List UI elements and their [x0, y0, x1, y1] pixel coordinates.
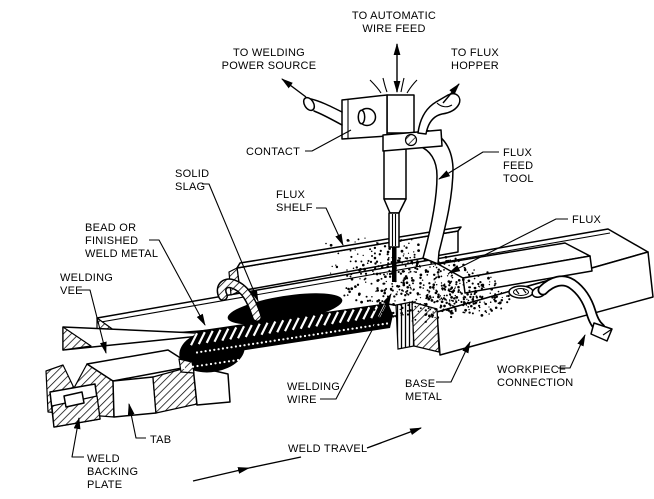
- svg-text:CONNECTION: CONNECTION: [497, 377, 573, 389]
- label-workpiece-connection: WORKPIECE: [497, 364, 566, 376]
- svg-text:SHELF: SHELF: [276, 202, 313, 214]
- labels: TO AUTOMATIC WIRE FEED TO WELDING POWER …: [60, 10, 602, 491]
- tab-front-face: [112, 376, 157, 418]
- label-flux: FLUX: [572, 214, 602, 226]
- leader-workpiece-connection: [558, 334, 586, 369]
- leader-contact: [305, 129, 352, 152]
- label-base-metal: BASE: [405, 378, 435, 390]
- svg-text:WIRE FEED: WIRE FEED: [362, 23, 425, 35]
- vee-groove-end-sections: [395, 301, 440, 353]
- label-contact: CONTACT: [246, 146, 300, 158]
- weld-travel-arrow-right: [366, 427, 422, 449]
- clamp-screw: [404, 133, 418, 147]
- label-welding-wire: WELDING: [287, 381, 340, 393]
- welding-head: [302, 77, 461, 265]
- near-plate-end-hatch: [62, 326, 92, 351]
- weld-travel-arrow-left: [192, 467, 250, 482]
- svg-text:VEE: VEE: [60, 285, 83, 297]
- leader-lines: [71, 129, 586, 458]
- leader-flux-shelf: [316, 207, 344, 246]
- leader-solid-slag: [202, 183, 259, 302]
- leader-bead: [149, 239, 206, 326]
- leader-welding-vee: [78, 289, 107, 354]
- svg-text:FEED: FEED: [503, 160, 533, 172]
- flux-hopper-arrow: [442, 83, 460, 104]
- label-to-flux-hopper: TO FLUX: [451, 47, 499, 59]
- leader-flux-feed-tool: [438, 151, 499, 180]
- workpiece-connection-strap: [508, 275, 613, 342]
- leader-weld-backing-plate: [71, 417, 84, 458]
- label-flux-feed-tool: FLUX: [503, 147, 533, 159]
- contact-tip: [388, 212, 400, 248]
- flux-feed-tube: [418, 129, 454, 265]
- label-to-welding-power-source: TO WELDING: [233, 47, 305, 59]
- connection-stud: [508, 285, 534, 299]
- svg-text:WELD METAL: WELD METAL: [85, 248, 158, 260]
- label-weld-travel: WELD TRAVEL: [288, 443, 367, 455]
- power-cable: [310, 98, 343, 113]
- svg-text:BACKING: BACKING: [87, 466, 138, 478]
- leader-flux: [448, 218, 568, 274]
- svg-text:TOOL: TOOL: [503, 173, 534, 185]
- svg-text:SLAG: SLAG: [175, 181, 205, 193]
- label-weld-backing-plate: WELD: [87, 453, 120, 465]
- leader-welding-wire: [320, 293, 392, 400]
- weld-backing-assembly: [45, 349, 231, 428]
- svg-text:FINISHED: FINISHED: [85, 235, 138, 247]
- torch-barrel: [383, 148, 407, 200]
- solid-slag-curl: [216, 278, 262, 322]
- svg-text:METAL: METAL: [405, 391, 442, 403]
- wire-feed-body: [386, 94, 415, 134]
- svg-text:HOPPER: HOPPER: [451, 60, 499, 72]
- leader-tab: [127, 403, 146, 439]
- label-welding-vee: WELDING: [60, 272, 113, 284]
- label-tab: TAB: [150, 434, 171, 446]
- label-flux-shelf: FLUX: [276, 189, 306, 201]
- leader-base-metal: [436, 341, 471, 383]
- label-to-automatic-wire-feed: TO AUTOMATIC: [352, 10, 436, 22]
- bead-edge-dots: [182, 322, 389, 370]
- svg-text:WIRE: WIRE: [287, 394, 317, 406]
- flux-tube-mouth: [417, 92, 461, 135]
- label-bead-or-finished-weld-metal: BEAD OR: [85, 222, 136, 234]
- power-source-arrow: [281, 78, 307, 98]
- svg-text:POWER SOURCE: POWER SOURCE: [222, 60, 317, 72]
- svg-text:PLATE: PLATE: [87, 479, 122, 491]
- direction-arrows: [192, 43, 460, 482]
- label-solid-slag: SOLID: [175, 168, 209, 180]
